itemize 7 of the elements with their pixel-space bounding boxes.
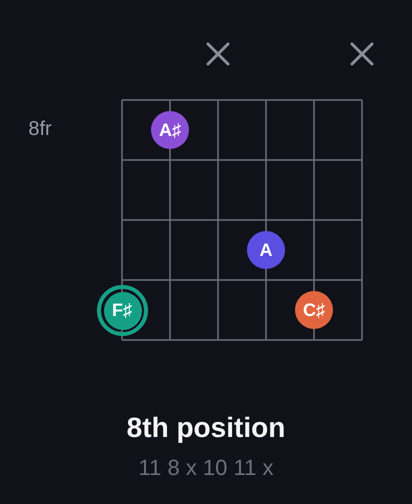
root-note-dot: F♯ [96, 284, 148, 336]
fret-numbers-caption: 11 8 x 10 11 x [138, 455, 274, 481]
chord-title: 8th position [126, 412, 286, 444]
note-dot: C♯ [295, 291, 333, 329]
fret-number: 8fr [27, 118, 53, 141]
note-dot: A [247, 231, 285, 269]
note-dot: A♯ [151, 111, 189, 149]
